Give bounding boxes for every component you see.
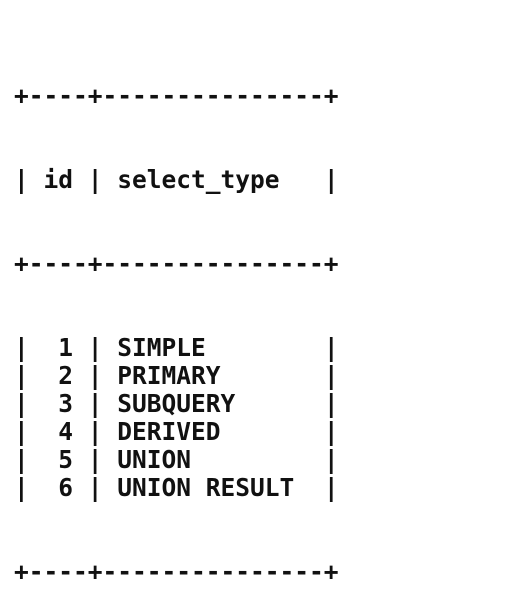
cell-select-type: SUBQUERY <box>117 389 236 418</box>
table-row: | 2 | PRIMARY | <box>14 361 339 390</box>
query-result-table: +----+---------------+ | id | select_typ… <box>14 26 339 614</box>
cell-select-type: UNION RESULT <box>117 473 295 502</box>
cell-id: 2 <box>58 361 74 390</box>
table-row: | 3 | SUBQUERY | <box>14 389 339 418</box>
header-separator: +----+---------------+ <box>14 249 339 278</box>
cell-id: 1 <box>58 333 74 362</box>
header-id: id <box>43 165 74 194</box>
cell-id: 5 <box>58 445 74 474</box>
table-row: | 1 | SIMPLE | <box>14 333 339 362</box>
table-body: | 1 | SIMPLE || 2 | PRIMARY || 3 | SUBQU… <box>14 334 339 502</box>
cell-id: 6 <box>58 473 74 502</box>
cell-select-type: DERIVED <box>117 417 221 446</box>
cell-id: 4 <box>58 417 74 446</box>
header-select-type: select_type <box>117 165 280 194</box>
header-row: | id | select_type | <box>14 165 339 194</box>
table-row: | 5 | UNION | <box>14 445 339 474</box>
cell-select-type: SIMPLE <box>117 333 206 362</box>
cell-id: 3 <box>58 389 74 418</box>
cell-select-type: UNION <box>117 445 192 474</box>
table-top-border: +----+---------------+ <box>14 81 339 110</box>
table-bottom-border: +----+---------------+ <box>14 557 339 586</box>
table-row: | 6 | UNION RESULT | <box>14 473 339 502</box>
table-row: | 4 | DERIVED | <box>14 417 339 446</box>
cell-select-type: PRIMARY <box>117 361 221 390</box>
